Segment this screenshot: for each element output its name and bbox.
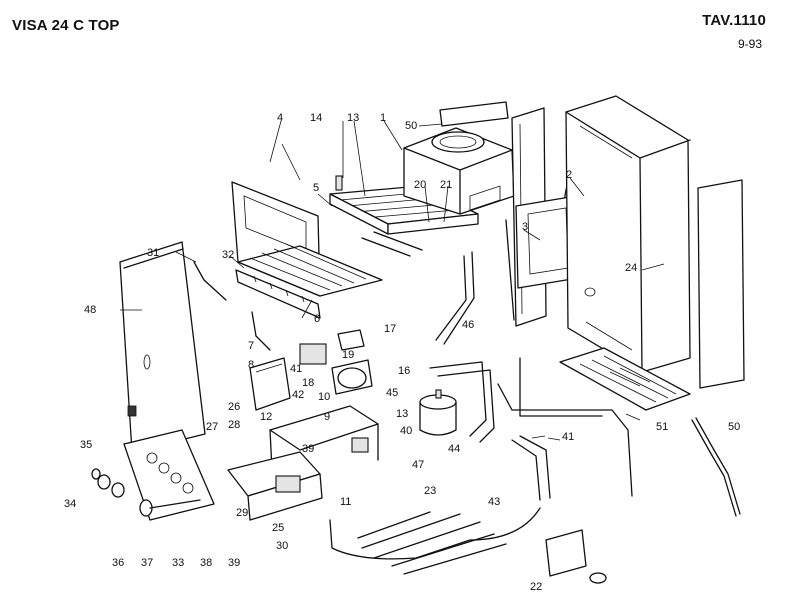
- callout-21: 21: [440, 179, 452, 191]
- part-gas-valve: [249, 329, 373, 411]
- callout-16: 16: [398, 365, 410, 377]
- part-combustion-chamber: [231, 181, 383, 319]
- callout-43: 42: [292, 389, 304, 401]
- callout-41-right: 41: [562, 431, 574, 443]
- callout-26: 26: [228, 401, 240, 413]
- callout-39-label: 39: [228, 557, 240, 569]
- part-water-pipes: [429, 251, 741, 517]
- revision-date: 9-93: [737, 37, 762, 51]
- callout-6: 6: [314, 313, 320, 325]
- callout-1: 1: [380, 112, 386, 124]
- part-front-panel: [119, 241, 206, 453]
- callout-47: 45: [386, 387, 398, 399]
- part-heat-exchanger: [329, 175, 479, 257]
- callout-37: 37: [141, 557, 153, 569]
- callout-51: 51: [656, 421, 668, 433]
- callout-9: 9: [324, 411, 330, 423]
- part-cable-harness: [193, 261, 507, 575]
- callout-14: 13: [347, 112, 359, 124]
- callout-42: 41: [290, 363, 302, 375]
- callout-2: 2: [566, 169, 572, 181]
- callout-27: 27: [206, 421, 218, 433]
- callout-7: 7: [248, 340, 254, 352]
- part-back-frame: [565, 95, 691, 373]
- callout-25: 25: [272, 522, 284, 534]
- callout-50-right: 50: [728, 421, 740, 433]
- callout-30: 30: [276, 540, 288, 552]
- part-expansion-vessel: [419, 389, 457, 436]
- callout-3: 3: [522, 221, 528, 233]
- part-control-frame: [269, 405, 379, 471]
- part-dashboard: [91, 429, 215, 521]
- callout-20: 20: [414, 179, 426, 191]
- callout-labels: 4 14 13 1 50 5 20 21 2 3 24 32 31 48 6 1…: [64, 112, 740, 593]
- callout-24: 24: [625, 262, 637, 274]
- part-side-panel: [697, 179, 745, 389]
- callout-5: 5: [313, 182, 319, 194]
- callout-38: 38: [200, 557, 212, 569]
- callout-10: 10: [318, 391, 330, 403]
- callout-13-label: 13: [396, 408, 408, 420]
- callout-45: 44: [448, 443, 460, 455]
- callout-17: 17: [384, 323, 396, 335]
- callout-32: 32: [222, 249, 234, 261]
- callout-29: 29: [236, 507, 248, 519]
- callout-41-left: 40: [400, 425, 412, 437]
- callout-46: 46: [462, 319, 474, 331]
- callout-33: 33: [172, 557, 184, 569]
- callout-48: 47: [412, 459, 424, 471]
- callout-15: 14: [310, 112, 322, 124]
- callout-19: 19: [342, 349, 354, 361]
- callout-22: 22: [530, 581, 542, 593]
- callout-44: 43: [488, 496, 500, 508]
- callout-18: 18: [302, 377, 314, 389]
- callout-4: 4: [277, 112, 283, 124]
- part-flue-hood: [403, 127, 515, 215]
- callout-40: 39: [302, 443, 314, 455]
- callout-23: 23: [424, 485, 436, 497]
- callout-11: 11: [340, 496, 351, 508]
- callout-49: 48: [84, 304, 96, 316]
- callout-36: 36: [112, 557, 124, 569]
- part-pressure-switch: [545, 529, 607, 584]
- callout-8: 8: [248, 359, 254, 371]
- drawing-title: VISA 24 C TOP: [12, 17, 120, 34]
- part-tray: [559, 347, 691, 411]
- callout-50-top: 50: [405, 120, 417, 132]
- table-number: TAV.1110: [702, 12, 766, 29]
- part-electrical-box: [227, 451, 323, 521]
- leader-lines: [120, 120, 665, 441]
- callout-31: 31: [147, 247, 159, 259]
- callout-34: 34: [64, 498, 76, 510]
- callout-28: 28: [228, 419, 240, 431]
- callout-35: 35: [80, 439, 92, 451]
- callout-12: 12: [260, 411, 272, 423]
- part-hose: [329, 507, 541, 560]
